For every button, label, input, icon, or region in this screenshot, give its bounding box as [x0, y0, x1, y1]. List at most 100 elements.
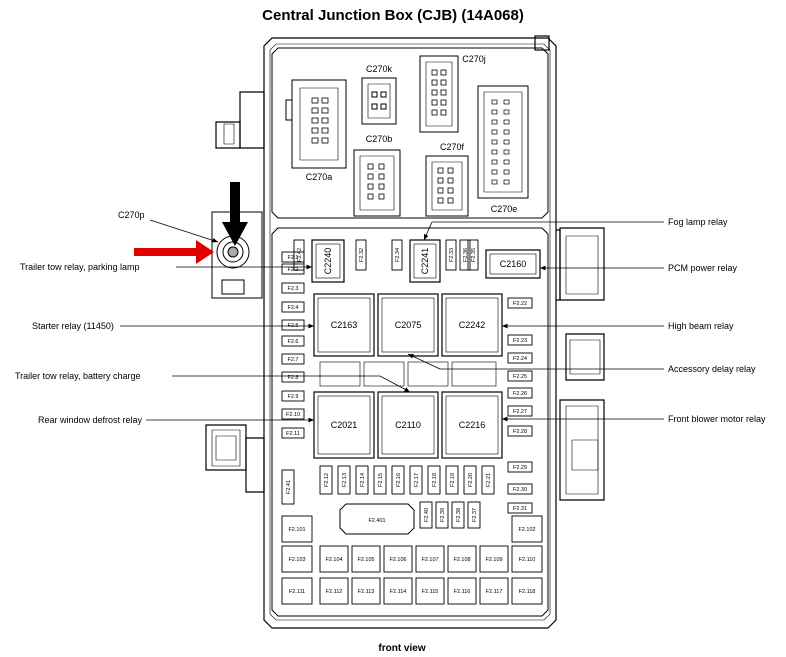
fuse-f2-102: F2.102	[511, 515, 543, 543]
fuse-f2-20: F2.20	[463, 465, 477, 495]
fuse-f2-37: F2.37	[467, 501, 481, 529]
fuse-body	[281, 319, 305, 331]
fuse-f2-35: F2.35	[467, 239, 479, 271]
fuse-label: F2.108	[453, 557, 470, 563]
fuse-label: F2.11	[286, 431, 300, 437]
fuse-label: F2.35	[471, 248, 477, 262]
fuse-body	[293, 239, 305, 271]
fuse-body	[507, 405, 533, 417]
fuse-body	[281, 390, 305, 402]
c270p-label: C270p	[118, 210, 145, 220]
fuse-f2-25: F2.25	[507, 370, 533, 382]
fuse-column-left: F2.1F2.2F2.3F2.4F2.5F2.6F2.7F2.8F2.9F2.1…	[281, 251, 305, 439]
fuse-label: F2.114	[390, 589, 407, 595]
c270k-label: C270k	[366, 64, 393, 74]
fuse-label: F2.6	[287, 339, 298, 345]
fuse-f2-116: F2.116	[447, 577, 477, 605]
fuse-body	[507, 461, 533, 473]
fuse-body	[447, 577, 477, 605]
fuse-body	[507, 370, 533, 382]
fuse-f2-17: F2.17	[409, 465, 423, 495]
fuse-label: F2.18	[432, 473, 438, 487]
fuse-label: F2.109	[485, 557, 502, 563]
fuse-f2-3: F2.3	[281, 282, 305, 294]
fuse-body	[281, 577, 313, 605]
fuse-f2-118: F2.118	[511, 577, 543, 605]
fuse-label: F2.39	[440, 508, 446, 522]
fuse-body	[507, 483, 533, 495]
fuse-body	[507, 502, 533, 514]
fuse-label: F2.31	[513, 506, 527, 512]
fuse-label: F2.27	[513, 409, 527, 415]
fuse-f2-7: F2.7	[281, 353, 305, 365]
fuse-body	[447, 545, 477, 573]
fuse-body	[479, 577, 509, 605]
c2110-label: C2110	[395, 420, 421, 430]
c270f-connector	[425, 155, 469, 217]
fuse-f2-108: F2.108	[447, 545, 477, 573]
fuse-body	[319, 577, 349, 605]
fuse-f2-2: F2.2	[281, 263, 305, 275]
fuse-body	[281, 469, 295, 505]
c270a-label: C270a	[306, 172, 333, 182]
fuse-f2-29: F2.29	[507, 461, 533, 473]
fuse-body	[373, 465, 387, 495]
callout-trailer-tow-parking: Trailer tow relay, parking lamp	[20, 262, 140, 272]
fuse-f2-106: F2.106	[383, 545, 413, 573]
fuse-label: F2.106	[389, 557, 406, 563]
fuse-body	[467, 501, 481, 529]
fuse-label: F2.14	[360, 473, 366, 487]
junction-box-housing	[205, 35, 605, 629]
fuse-f2-15: F2.15	[373, 465, 387, 495]
fuse-f2-105: F2.105	[351, 545, 381, 573]
fuse-body	[351, 577, 381, 605]
fuse-body	[463, 465, 477, 495]
fuse-label: F2.22	[513, 301, 527, 307]
c270j-connector	[419, 55, 459, 133]
front-view-label: front view	[378, 643, 425, 654]
fuse-f2-104: F2.104	[319, 545, 349, 573]
callout-accessory-delay: Accessory delay relay	[668, 364, 756, 374]
large-relays	[313, 293, 503, 459]
callout-rear-defrost: Rear window defrost relay	[38, 415, 143, 425]
fuse-label: F2.116	[454, 589, 471, 595]
fuse-label: F2.102	[518, 527, 535, 533]
fuse-label: F2.10	[286, 412, 300, 418]
fuse-label: F2.37	[472, 508, 478, 522]
fuse-label: F2.112	[326, 589, 343, 595]
diagram-title: Central Junction Box (CJB) (14A068)	[262, 7, 524, 24]
fuse-body	[281, 335, 305, 347]
fuse-f2-9: F2.9	[281, 390, 305, 402]
fuse-body	[409, 465, 423, 495]
fuse-f2-36: F2.36	[459, 239, 471, 271]
fuse-label: F2.41	[286, 480, 292, 494]
fuse-label: F2.21	[486, 473, 492, 487]
fuse-body	[445, 465, 459, 495]
fuse-label: F2.8	[287, 375, 298, 381]
fuse-body	[511, 577, 543, 605]
fuse-label: F2.20	[468, 473, 474, 487]
fuse-f2-12: F2.12	[319, 465, 333, 495]
c2240-relay	[311, 239, 345, 283]
fuse-f2-115: F2.115	[415, 577, 445, 605]
fuse-f2-41: F2.41	[281, 469, 295, 505]
fuse-label: F2.34	[395, 248, 401, 262]
fuse-label: F2.30	[513, 487, 527, 493]
c2216-label: C2216	[459, 420, 486, 430]
fuse-f2-18: F2.18	[427, 465, 441, 495]
red-arrow-icon	[134, 240, 214, 264]
fuse-body	[281, 282, 305, 294]
fuse-f2-111: F2.111	[281, 577, 313, 605]
fuse-body	[459, 239, 471, 271]
fuse-body	[281, 301, 305, 313]
fuse-body	[511, 515, 543, 543]
callout-high-beam: High beam relay	[668, 321, 734, 331]
fuse-body	[355, 239, 367, 271]
fuse-label: F2.111	[289, 589, 305, 595]
fuse-f2-6: F2.6	[281, 335, 305, 347]
